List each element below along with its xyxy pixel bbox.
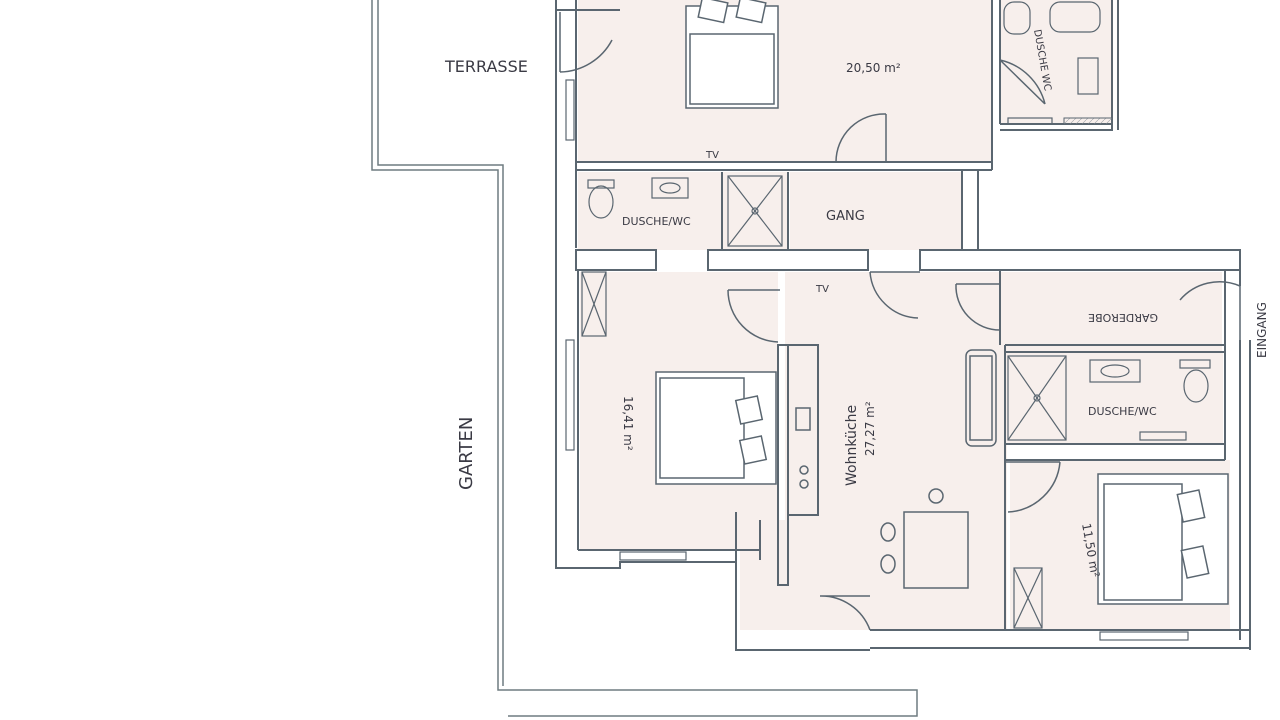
label-eingang: EINGANG	[1255, 302, 1269, 358]
shower-right	[1007, 355, 1067, 441]
plot-boundary	[371, 0, 918, 717]
sink-mid	[651, 177, 689, 199]
door-garderobe	[955, 283, 1001, 331]
door-gang	[869, 271, 920, 319]
sanitary	[587, 1, 1211, 441]
wall-stub	[1063, 117, 1113, 125]
label-area-top: 20,50 m²	[846, 61, 901, 75]
walls	[555, 0, 1251, 651]
door-south	[819, 595, 871, 631]
room-wohnkueche	[785, 272, 1007, 630]
door-top-bath	[999, 59, 1046, 105]
bed-left	[655, 371, 777, 485]
sink-kitchen	[795, 407, 811, 431]
room-bath-mid	[578, 172, 788, 250]
room-bath-right	[1005, 352, 1223, 444]
bed-right	[1097, 473, 1229, 605]
label-tv-1: TV	[705, 150, 719, 161]
doors	[559, 12, 1241, 631]
door-top-bedroom	[835, 113, 887, 163]
label-dusche-wc-mid: DUSCHE/WC	[622, 215, 691, 228]
showers	[581, 1, 1101, 629]
toilet-right-tank	[1179, 359, 1211, 369]
toilet-mid-tank	[587, 179, 615, 189]
chair-3	[880, 554, 896, 574]
beds	[655, 0, 1229, 605]
stove-ring	[799, 465, 809, 475]
sink-top	[1077, 57, 1099, 95]
storage-left	[581, 271, 607, 337]
label-garderobe: GARDEROBE	[1088, 311, 1158, 324]
tv-marks	[690, 161, 852, 271]
sink-right	[1089, 359, 1141, 383]
label-terrasse: TERRASSE	[444, 57, 528, 76]
shower-mid	[727, 175, 783, 247]
label-gang: GANG	[826, 209, 865, 224]
label-tv-2: TV	[815, 284, 829, 295]
room-garderobe	[1000, 272, 1222, 352]
chair-1	[928, 488, 944, 504]
label-wohnkueche-area: 27,27 m²	[863, 401, 877, 456]
sofa	[965, 349, 997, 447]
windows	[565, 79, 1189, 641]
toilet-mid	[588, 185, 614, 219]
toilet-right	[1183, 369, 1209, 403]
door-bath-right	[1005, 461, 1061, 513]
label-area-left: 16,41 m²	[621, 396, 635, 451]
toilet-top	[1003, 1, 1031, 35]
storage-right	[1013, 567, 1043, 629]
room-top-bath	[1000, 0, 1112, 124]
room-gang	[790, 172, 962, 250]
door-left-bedroom	[727, 289, 780, 343]
bed-top	[685, 0, 779, 109]
label-dusche-wc-right: DUSCHE/WC	[1088, 405, 1157, 418]
chair-2	[880, 522, 896, 542]
room-top-bedroom	[578, 0, 992, 162]
shower-top-right	[1049, 1, 1101, 33]
door-eingang	[1179, 281, 1241, 340]
dining	[795, 349, 997, 589]
dining-table	[903, 511, 969, 589]
door-terrasse	[559, 12, 613, 73]
label-wohnkueche-name: Wohnküche	[844, 405, 860, 486]
label-garten: GARTEN	[456, 417, 477, 490]
room-lower-left	[740, 520, 820, 630]
